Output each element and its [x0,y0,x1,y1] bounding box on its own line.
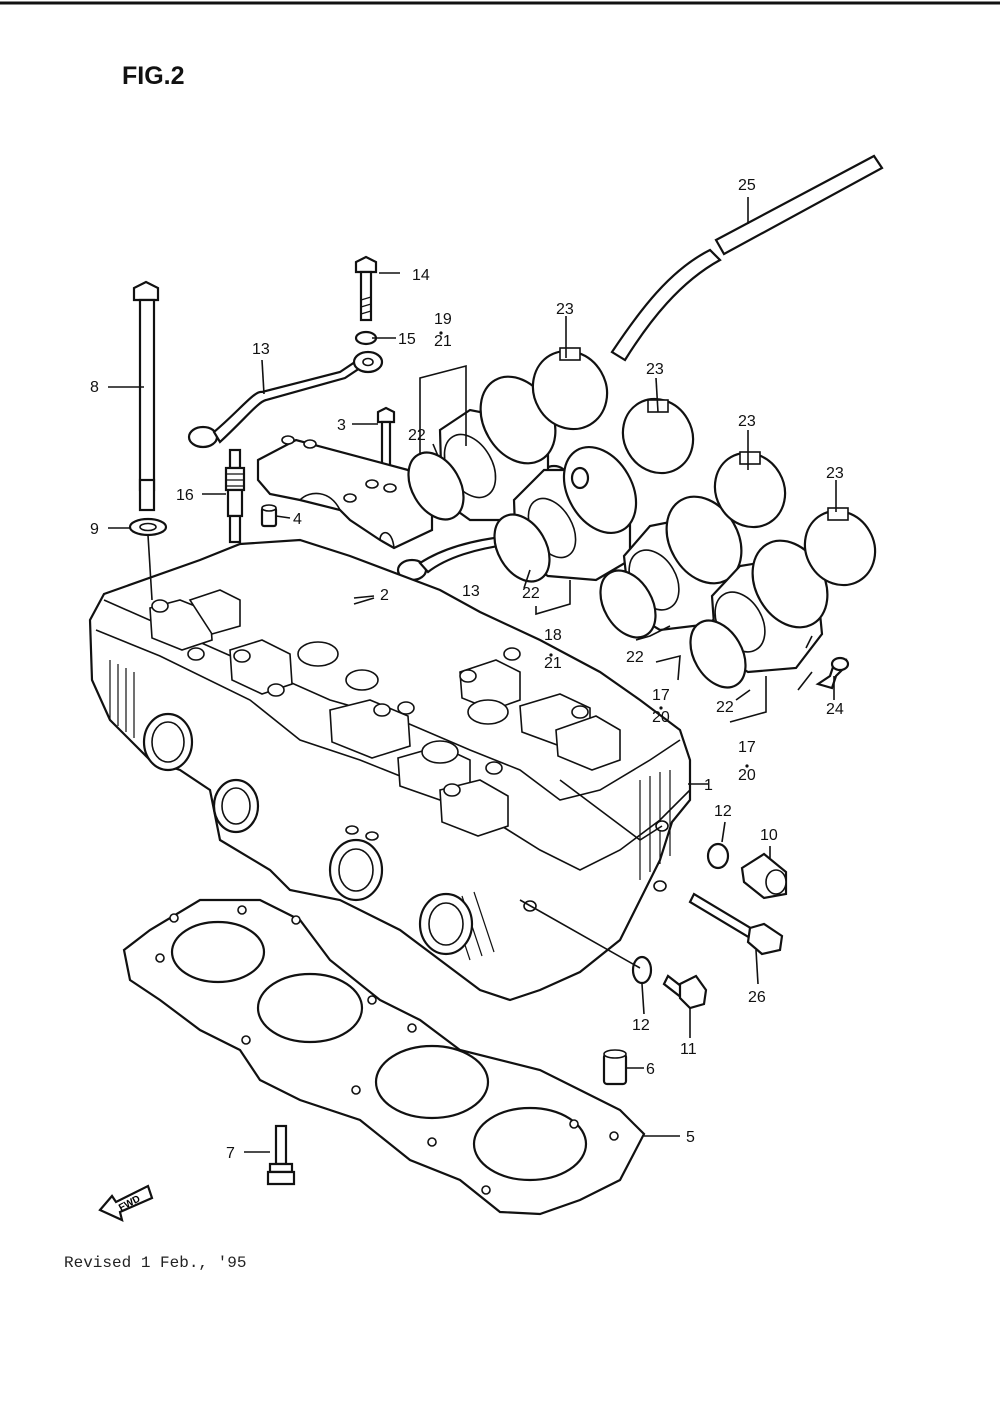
callout-2: 2 [380,587,389,604]
callout-1: 1 [704,777,713,794]
callout-22a: 22 [408,427,426,444]
callout-17a: 17 [652,687,670,704]
figure-title: FIG.2 [122,62,185,90]
callout-12b: 12 [632,1017,650,1034]
callout-11: 11 [680,1041,697,1058]
callout-6: 6 [646,1061,655,1078]
callout-4: 4 [293,511,302,528]
oil-pipe [187,350,384,449]
callout-12a: 12 [714,803,732,820]
cylinder-stud [132,280,160,512]
callout-23b: 23 [646,361,664,378]
callout-22c: 22 [626,649,644,666]
dowel-4 [260,504,278,528]
fwd-label: FWD [117,1194,142,1214]
callout-17b: 17 [738,739,756,756]
bolt-11 [662,974,708,1010]
camshaft-holder [256,435,434,550]
cylinder-head [88,538,692,1002]
callout-16: 16 [176,487,194,504]
washer-12a [706,842,730,870]
part-10 [740,852,788,900]
callout-22d: 22 [716,699,734,716]
callout-20b: 20 [738,767,756,784]
hose-clamps [531,347,877,587]
breather-hose [610,154,884,362]
callout-21b: 21 [544,655,562,672]
callout-19: 19 [434,311,452,328]
bolt-14 [354,255,378,322]
callout-23d: 23 [826,465,844,482]
leader-lines [108,197,837,1153]
bolt-7 [266,1124,296,1186]
spark-plug [224,448,246,544]
dowel-6 [602,1049,628,1086]
callout-labels: 1 2 3 4 5 6 7 8 9 10 11 12 12 13 13 14 1… [90,177,844,1162]
o-rings [407,451,747,689]
fwd-arrow-icon: FWD [98,1184,154,1222]
callout-13a: 13 [252,341,270,358]
callout-13b: 13 [462,583,480,600]
screw-24 [815,656,850,690]
callout-10: 10 [760,827,778,844]
callout-15: 15 [398,331,416,348]
bolt-3 [376,406,396,472]
callout-23a: 23 [556,301,574,318]
callout-25: 25 [738,177,756,194]
callout-24: 24 [826,701,844,718]
callout-14: 14 [412,267,430,284]
callout-21a: 21 [434,333,452,350]
callout-23c: 23 [738,413,756,430]
callout-8: 8 [90,379,99,396]
callout-7: 7 [226,1145,235,1162]
washer-12b [631,955,653,985]
callout-9: 9 [90,521,99,538]
washer-9 [128,517,168,537]
callout-18: 18 [544,627,562,644]
callout-22b: 22 [522,585,540,602]
callout-26: 26 [748,989,766,1006]
revision-note: Revised 1 Feb., '95 [64,1254,247,1272]
callout-5: 5 [686,1129,695,1146]
head-gasket [122,898,646,1216]
callout-20a: 20 [652,709,670,726]
bolt-26 [688,892,784,956]
callout-3: 3 [337,417,346,434]
